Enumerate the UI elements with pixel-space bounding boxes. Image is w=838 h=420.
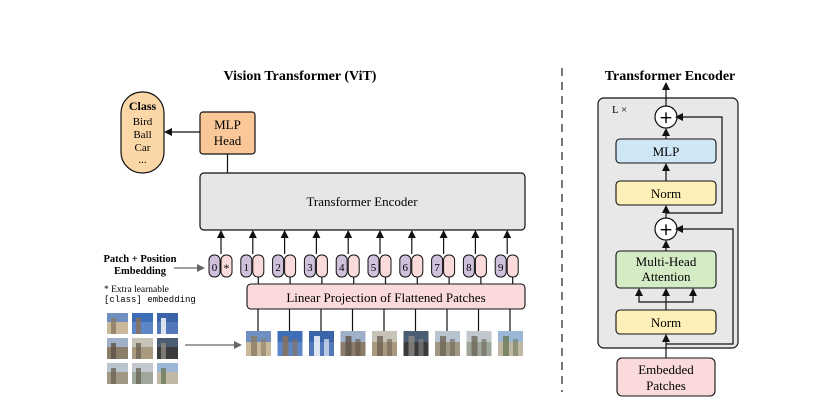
position-embedding-token xyxy=(494,254,507,278)
mlp-head-box: MLP Head xyxy=(199,111,256,155)
grid-patch xyxy=(132,313,153,334)
qkv-arrows xyxy=(635,288,697,310)
position-embedding-token xyxy=(399,254,412,278)
input-image-grid xyxy=(107,313,178,384)
patch-image-5 xyxy=(372,309,397,356)
encoder-repeat-label: L × xyxy=(612,104,627,116)
grid-patch xyxy=(107,363,128,384)
patch-embedding-token xyxy=(347,254,360,278)
grid-patch xyxy=(157,363,178,384)
token-pair-4: 4 xyxy=(335,230,360,284)
grid-patch xyxy=(132,363,153,384)
encoder-norm-upper-label: Norm xyxy=(651,186,681,201)
add-top-symbol: + xyxy=(659,108,673,128)
patch-embedding-token xyxy=(284,254,297,278)
token-pair-6: 6 xyxy=(399,230,424,284)
grid-patch xyxy=(107,338,128,359)
token-pair-7: 7 xyxy=(431,230,456,284)
position-embedding-token xyxy=(431,254,444,278)
patch-image-4 xyxy=(340,309,366,356)
patch-embedding-token xyxy=(474,254,487,278)
position-embedding-token xyxy=(335,254,348,278)
class-output-box: Class Bird Ball Car ... xyxy=(120,91,165,174)
position-index-label: 8 xyxy=(466,262,472,274)
grid-patch xyxy=(157,313,178,334)
token-pair-9: 9 xyxy=(494,230,519,284)
patch-image-6 xyxy=(403,309,429,356)
transformer-encoder-box: Transformer Encoder xyxy=(199,172,526,231)
class-token-mark: * xyxy=(224,261,230,275)
embedded-patches-line1: Embedded xyxy=(638,362,694,377)
vit-title: Vision Transformer (ViT) xyxy=(224,69,377,84)
patch-position-label-line1: Patch + Position xyxy=(103,254,176,265)
patch-embedding-token xyxy=(220,254,233,278)
patch-image-3 xyxy=(309,309,334,356)
patch-embedding-token xyxy=(506,254,519,278)
grid-patch xyxy=(132,338,153,359)
encoder-mlp-label: MLP xyxy=(653,144,680,159)
position-embedding-token xyxy=(303,254,316,278)
encoder-norm-lower-label: Norm xyxy=(651,315,681,330)
position-embedding-token xyxy=(272,254,285,278)
class-heading: Class xyxy=(129,99,157,113)
class-item-ball: Ball xyxy=(133,129,151,141)
linear-projection-label: Linear Projection of Flattened Patches xyxy=(286,290,485,305)
mlp-head-line2: Head xyxy=(214,133,242,148)
class-item-bird: Bird xyxy=(133,116,153,128)
attention-label-line1: Multi-Head xyxy=(636,254,697,269)
patch-image-8 xyxy=(466,309,492,356)
token-pair-2: 2 xyxy=(272,230,297,284)
attention-label-line2: Attention xyxy=(641,269,691,284)
patch-sequence xyxy=(246,309,523,356)
patch-embedding-token xyxy=(411,254,424,278)
patch-position-label-line2: Embedding xyxy=(114,266,167,277)
patch-embedding-token xyxy=(443,254,456,278)
position-embedding-token xyxy=(208,254,221,278)
patch-embedding-token xyxy=(252,254,265,278)
token-pair-8: 8 xyxy=(462,230,487,284)
footnote-line2: [class] embedding xyxy=(104,295,196,305)
grid-patch xyxy=(107,313,128,334)
class-item-car: Car xyxy=(135,142,151,154)
position-index-label: 3 xyxy=(307,262,313,274)
position-index-label: 5 xyxy=(371,262,377,274)
position-embedding-token xyxy=(462,254,475,278)
residual-upper xyxy=(666,113,723,214)
mlp-head-line1: MLP xyxy=(214,117,241,132)
encoder-title: Transformer Encoder xyxy=(605,69,736,84)
position-index-label: 6 xyxy=(403,262,409,274)
position-embedding-token xyxy=(240,254,253,278)
token-pair-5: 5 xyxy=(367,230,392,284)
position-index-label: 4 xyxy=(339,262,345,274)
position-index-label: 0 xyxy=(212,262,218,274)
position-index-label: 9 xyxy=(498,262,504,274)
patch-embedding-token xyxy=(379,254,392,278)
patch-image-7 xyxy=(435,309,460,356)
position-index-label: 2 xyxy=(275,262,281,274)
position-index-label: 1 xyxy=(244,262,250,274)
class-item-ellipsis: ... xyxy=(138,154,147,166)
patch-image-1 xyxy=(246,309,271,356)
token-pair-1: 1 xyxy=(240,230,265,284)
linear-projection-box: Linear Projection of Flattened Patches xyxy=(246,283,526,310)
embedded-patches-box xyxy=(616,357,716,397)
transformer-encoder-label: Transformer Encoder xyxy=(306,194,418,209)
patch-image-2 xyxy=(277,309,303,356)
grid-patch xyxy=(157,338,178,359)
token-pair-0: 0* xyxy=(208,230,233,278)
token-pair-3: 3 xyxy=(303,230,328,284)
footnote-line1: * Extra learnable xyxy=(104,285,169,295)
residual-lower xyxy=(666,225,734,345)
add-middle-symbol: + xyxy=(659,220,673,240)
position-embedding-token xyxy=(367,254,380,278)
embedded-patches-line2: Patches xyxy=(646,378,686,393)
patch-image-9 xyxy=(498,309,523,356)
patch-embedding-token xyxy=(315,254,328,278)
position-index-label: 7 xyxy=(434,262,440,274)
